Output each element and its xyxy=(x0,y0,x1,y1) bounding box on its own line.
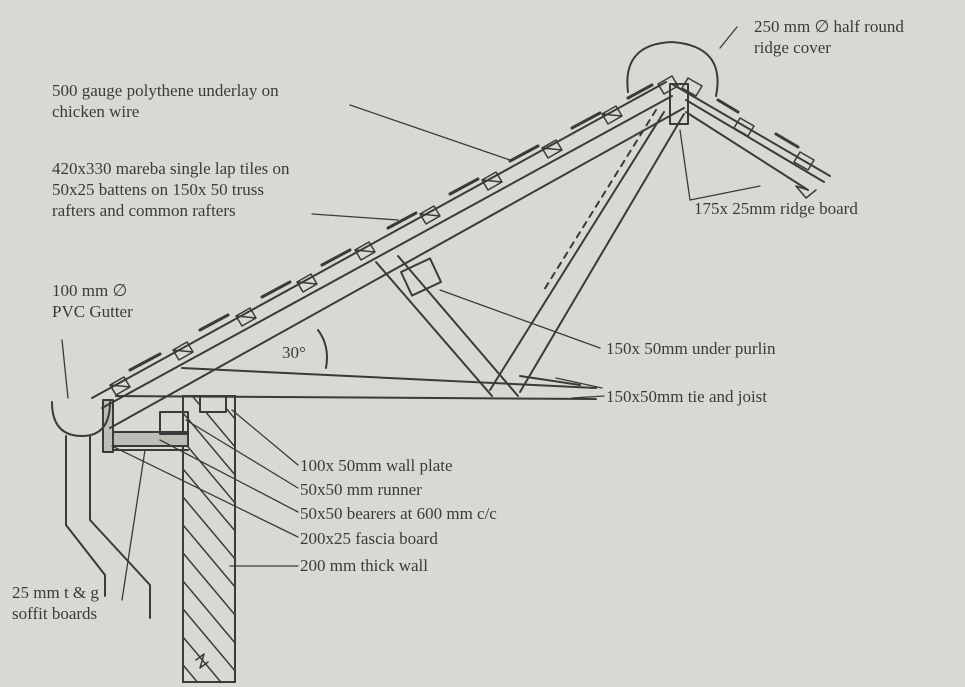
label-angle: 30° xyxy=(282,343,306,362)
pitch-angle-arc xyxy=(317,329,328,369)
label-ridge-board: 175x 25mm ridge board xyxy=(694,199,858,218)
label-ridge-cover: 250 mm ∅ half round ridge cover xyxy=(754,17,904,57)
label-wall-plate: 100x 50mm wall plate xyxy=(300,456,453,475)
label-soffit: 25 mm t & g soffit boards xyxy=(12,583,99,623)
truss-rafter-left xyxy=(109,107,685,429)
label-bearers: 50x50 bearers at 600 mm c/c xyxy=(300,504,497,523)
truss-web xyxy=(489,109,685,393)
soffit-assembly xyxy=(107,411,189,451)
tiles xyxy=(128,83,800,372)
label-wall: 200 mm thick wall xyxy=(300,556,428,575)
roof-slope-left xyxy=(91,81,667,399)
label-runner: 50x50 mm runner xyxy=(300,480,422,499)
label-underlay: 500 gauge polythene underlay on chicken … xyxy=(52,81,279,121)
wall xyxy=(182,395,236,683)
truss-strut xyxy=(375,255,519,397)
battens xyxy=(109,75,815,396)
pvc-gutter xyxy=(51,401,151,619)
leader-lines xyxy=(61,26,761,601)
label-tie-joist: 150x50mm tie and joist xyxy=(606,387,768,406)
label-gutter: 100 mm ∅ PVC Gutter xyxy=(52,281,133,321)
label-tiles: 420x330 mareba single lap tiles on 50x25… xyxy=(52,159,290,220)
under-purlin xyxy=(400,257,442,297)
ridge-cover xyxy=(626,41,719,97)
wall-plate xyxy=(199,395,227,413)
label-fascia: 200x25 fascia board xyxy=(300,529,438,548)
tie-joist xyxy=(181,367,597,389)
label-purlin: 150x 50mm under purlin xyxy=(606,339,776,358)
